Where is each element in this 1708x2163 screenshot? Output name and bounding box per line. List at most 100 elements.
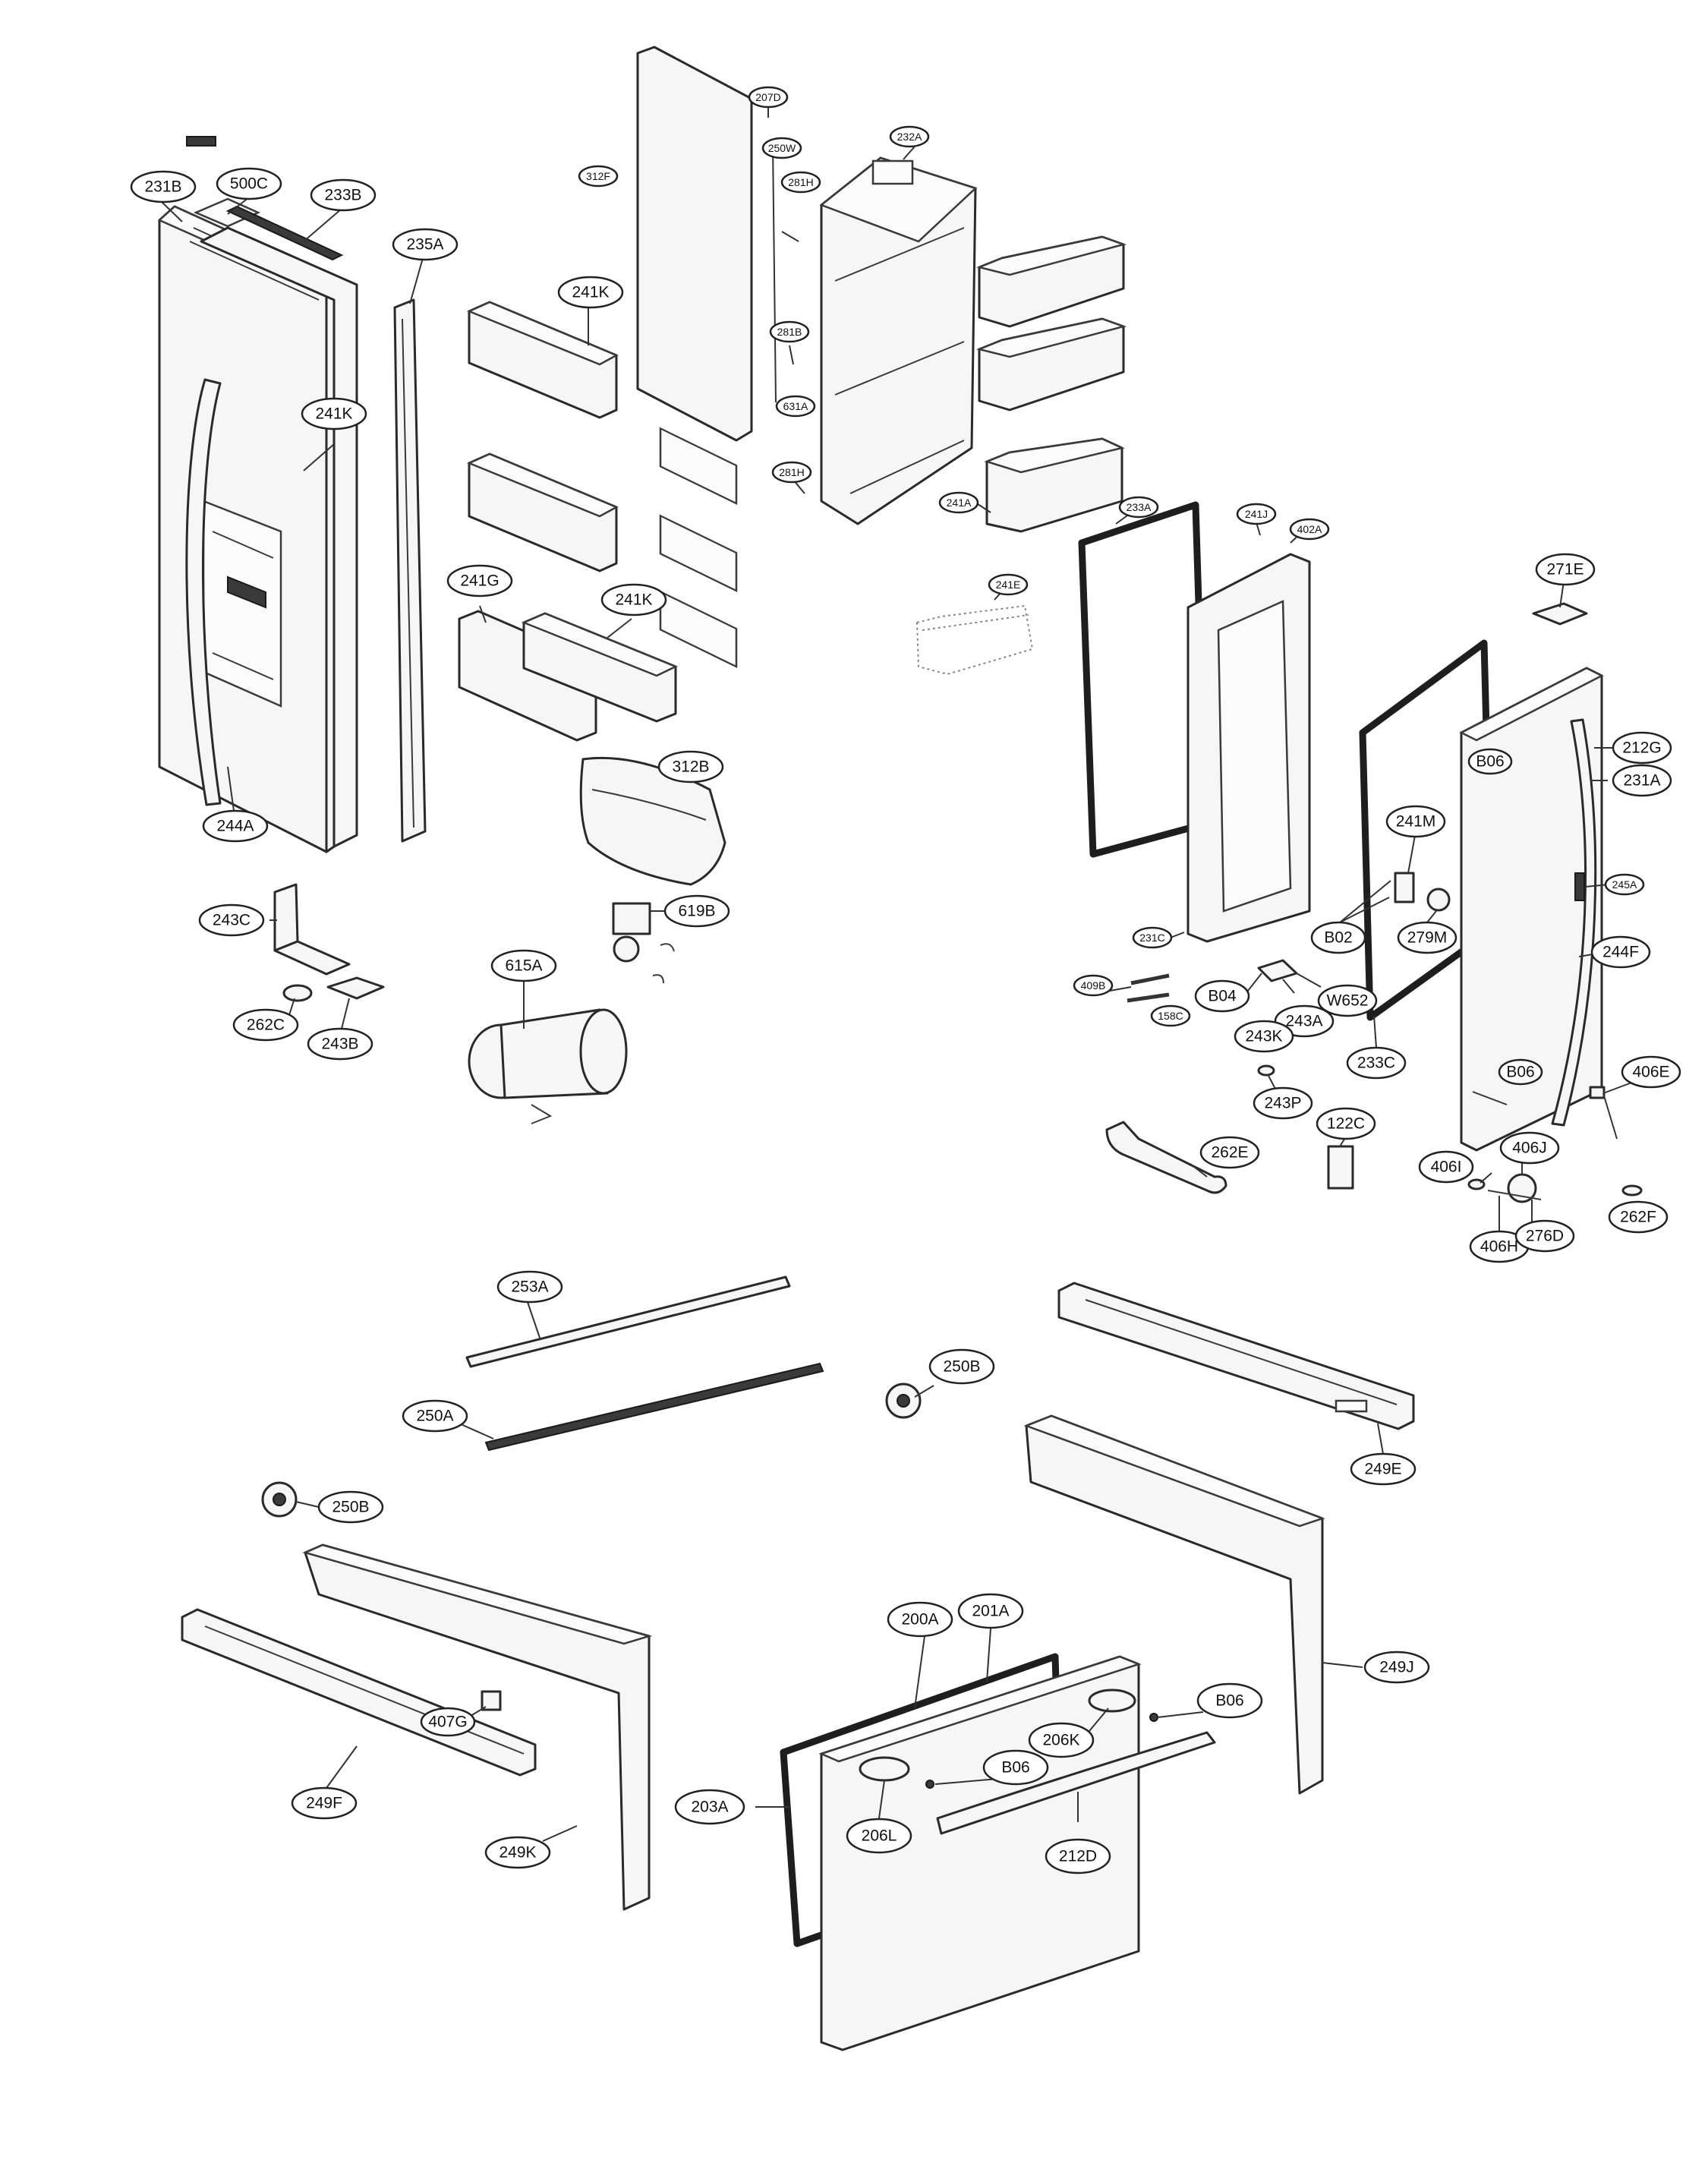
callout-b04: B04 [1194,979,1250,1013]
svg-text:241E: 241E [996,579,1021,591]
callout-235a: 235A [392,228,459,261]
callout-243k: 243K [1234,1020,1294,1053]
bin-241e-dotted [915,604,1034,676]
svg-text:249K: 249K [499,1844,536,1862]
callout-249k: 249K [484,1836,551,1869]
svg-text:200A: 200A [901,1611,938,1629]
callout-281b: 281B [769,320,810,343]
svg-text:243B: 243B [321,1036,358,1053]
strip-233b [225,205,344,261]
svg-text:231B: 231B [144,178,181,196]
callout-207d: 207D [748,86,789,109]
washer-262f [1621,1184,1643,1197]
svg-text:281B: 281B [777,326,802,338]
hinge-271e [1532,602,1588,626]
svg-text:B06: B06 [1506,1064,1534,1081]
rod-250w [772,143,777,403]
svg-text:243P: 243P [1264,1095,1301,1112]
gear-250b-1 [885,1383,922,1419]
callout-250b-2: 250B [317,1490,384,1524]
callout-279m: 279M [1397,921,1457,954]
callout-615a: 615A [490,949,557,982]
callout-b06-a: B06 [1467,748,1513,775]
svg-text:235A: 235A [406,236,443,254]
gasket-235a [393,298,427,843]
hinge-243a [1257,959,1298,982]
wrench-262e [1105,1121,1227,1194]
callout-243c: 243C [198,903,265,937]
cap-206l [859,1756,910,1782]
rail-253a [465,1275,791,1368]
callout-406h: 406H [1469,1230,1530,1263]
callout-201a: 201A [957,1593,1024,1629]
callout-245a: 245A [1604,873,1645,896]
svg-text:262E: 262E [1211,1144,1248,1162]
svg-text:231A: 231A [1623,772,1660,790]
callout-402a: 402A [1289,518,1330,541]
svg-text:631A: 631A [783,400,808,412]
callout-b06-c: B06 [1196,1682,1263,1719]
callout-406e: 406E [1621,1055,1681,1089]
callout-b06-b: B06 [1498,1058,1543,1086]
callout-312f: 312F [578,165,619,188]
svg-text:241M: 241M [1396,813,1436,831]
callout-241m: 241M [1385,805,1446,838]
callout-406j: 406J [1499,1131,1560,1165]
svg-text:243K: 243K [1245,1028,1282,1045]
part-241m [1394,872,1415,903]
bracket-249k [302,1543,653,1911]
svg-text:212D: 212D [1059,1848,1097,1865]
svg-text:231C: 231C [1139,932,1164,944]
callout-250a: 250A [402,1399,468,1433]
callout-206k: 206K [1028,1722,1095,1758]
svg-text:201A: 201A [972,1603,1009,1620]
svg-text:233A: 233A [1127,501,1152,513]
svg-text:250B: 250B [332,1499,369,1516]
svg-text:241K: 241K [572,284,609,301]
callout-281h-2: 281H [771,461,812,484]
svg-text:B06: B06 [1001,1759,1029,1777]
callout-231a: 231A [1612,764,1672,797]
part-243p [1257,1064,1275,1077]
svg-text:279M: 279M [1407,929,1448,947]
svg-text:233B: 233B [324,187,361,204]
svg-text:249J: 249J [1379,1659,1414,1676]
svg-text:262F: 262F [1620,1209,1656,1226]
callout-500c: 500C [216,167,282,200]
callout-231c: 231C [1132,926,1173,949]
callout-b06-d: B06 [982,1749,1049,1786]
callout-631a: 631A [775,395,816,418]
svg-text:232A: 232A [897,131,922,143]
svg-text:241G: 241G [460,572,499,590]
callouts: 231B 500C 233B 235A 244A 241K 241K 241G … [130,86,1681,1874]
callout-619b: 619B [663,894,730,928]
part-500c [193,197,261,228]
callout-249j: 249J [1363,1651,1430,1684]
callout-200a: 200A [887,1601,953,1638]
svg-text:241K: 241K [615,591,652,609]
door-231a [1459,667,1604,1152]
callout-241k-2: 241K [301,397,367,430]
svg-text:212G: 212G [1622,739,1661,757]
svg-text:276D: 276D [1526,1228,1564,1245]
motor-615a [468,1008,628,1124]
rod-250a [484,1362,824,1452]
svg-text:402A: 402A [1297,523,1322,535]
svg-text:241K: 241K [315,405,352,423]
svg-text:409B: 409B [1081,979,1106,992]
door-bins-right [975,235,1127,533]
bracket-249j [1023,1414,1325,1795]
callout-250w: 250W [761,137,802,159]
svg-text:250A: 250A [416,1408,453,1425]
svg-text:312F: 312F [586,170,610,182]
svg-text:W652: W652 [1327,992,1369,1010]
svg-text:406H: 406H [1480,1238,1518,1256]
callout-b02: B02 [1310,921,1366,954]
part-122c [1327,1145,1354,1190]
callout-241k-1: 241K [557,276,624,309]
callout-271e: 271E [1535,553,1596,586]
svg-text:253A: 253A [511,1279,548,1296]
callout-241e: 241E [988,573,1029,596]
svg-text:203A: 203A [691,1799,728,1816]
sensor-245a [1574,872,1585,901]
